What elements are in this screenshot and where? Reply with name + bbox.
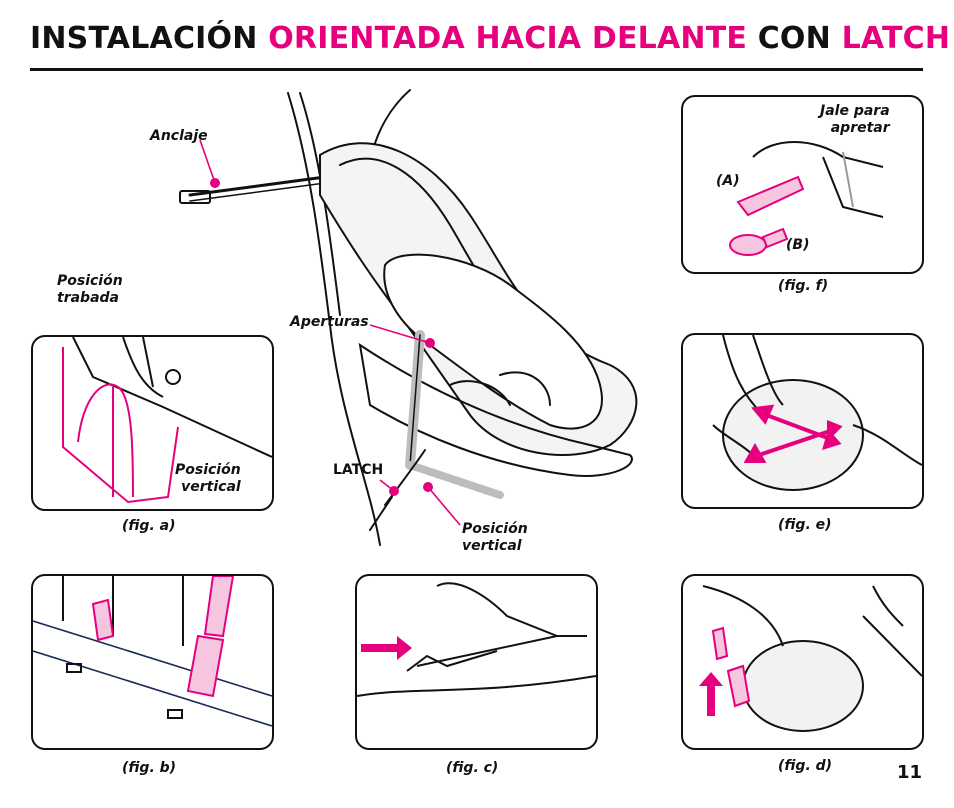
car-seat-illustration xyxy=(179,89,638,546)
fig-f-jale-label: Jale para apretar xyxy=(820,103,890,137)
posicion-trabada-label: Posición trabada xyxy=(57,273,123,307)
title-part-3: CON xyxy=(757,21,831,56)
anclaje-label: Anclaje xyxy=(150,128,208,144)
posicion-trabada-line1: Posición xyxy=(57,273,123,289)
fig-e-drawing xyxy=(712,335,922,491)
posicion-trabada-line2: trabada xyxy=(57,289,119,306)
posicion-vertical-line1: Posición xyxy=(462,521,528,537)
fig-f-panel xyxy=(681,95,924,274)
fig-f-b-label: (B) xyxy=(786,237,810,253)
title-part-1: INSTALACIÓN xyxy=(30,21,258,56)
fig-c-panel xyxy=(355,574,598,750)
page-number: 11 xyxy=(896,762,922,783)
fig-c-drawing xyxy=(357,582,596,697)
fig-b-drawing xyxy=(33,576,272,727)
fig-f-jale-line2: apretar xyxy=(830,119,890,136)
fig-f-drawing xyxy=(729,141,884,256)
aperturas-label: Aperturas xyxy=(290,314,369,330)
fig-e-panel xyxy=(681,333,924,509)
fig-f-jale-line1: Jale para xyxy=(820,103,890,119)
fig-a-posicion-vertical-line1: Posición xyxy=(175,462,241,478)
posicion-vertical-line2: vertical xyxy=(462,537,522,554)
fig-d-drawing xyxy=(699,585,922,732)
fig-c-caption: (fig. c) xyxy=(446,760,499,776)
fig-a-posicion-vertical-line2: vertical xyxy=(181,478,241,495)
title-part-2: ORIENTADA HACIA DELANTE xyxy=(268,21,748,56)
fig-a-posicion-vertical: Posición vertical xyxy=(175,462,241,496)
fig-f-caption: (fig. f) xyxy=(778,278,829,294)
fig-e-caption: (fig. e) xyxy=(778,517,832,533)
fig-d-caption: (fig. d) xyxy=(778,758,833,774)
page-title: INSTALACIÓN ORIENTADA HACIA DELANTE CON … xyxy=(30,21,951,57)
fig-a-panel xyxy=(31,335,274,511)
title-rule xyxy=(30,68,923,71)
fig-a-caption: (fig. a) xyxy=(122,518,176,534)
fig-a-drawing xyxy=(62,337,272,504)
fig-b-caption: (fig. b) xyxy=(122,760,177,776)
title-part-4: LATCH xyxy=(841,21,951,56)
fig-d-panel xyxy=(681,574,924,750)
latch-label: LATCH xyxy=(333,462,384,478)
fig-b-panel xyxy=(31,574,274,750)
posicion-vertical-label: Posición vertical xyxy=(462,521,528,555)
fig-f-a-label: (A) xyxy=(716,173,740,189)
